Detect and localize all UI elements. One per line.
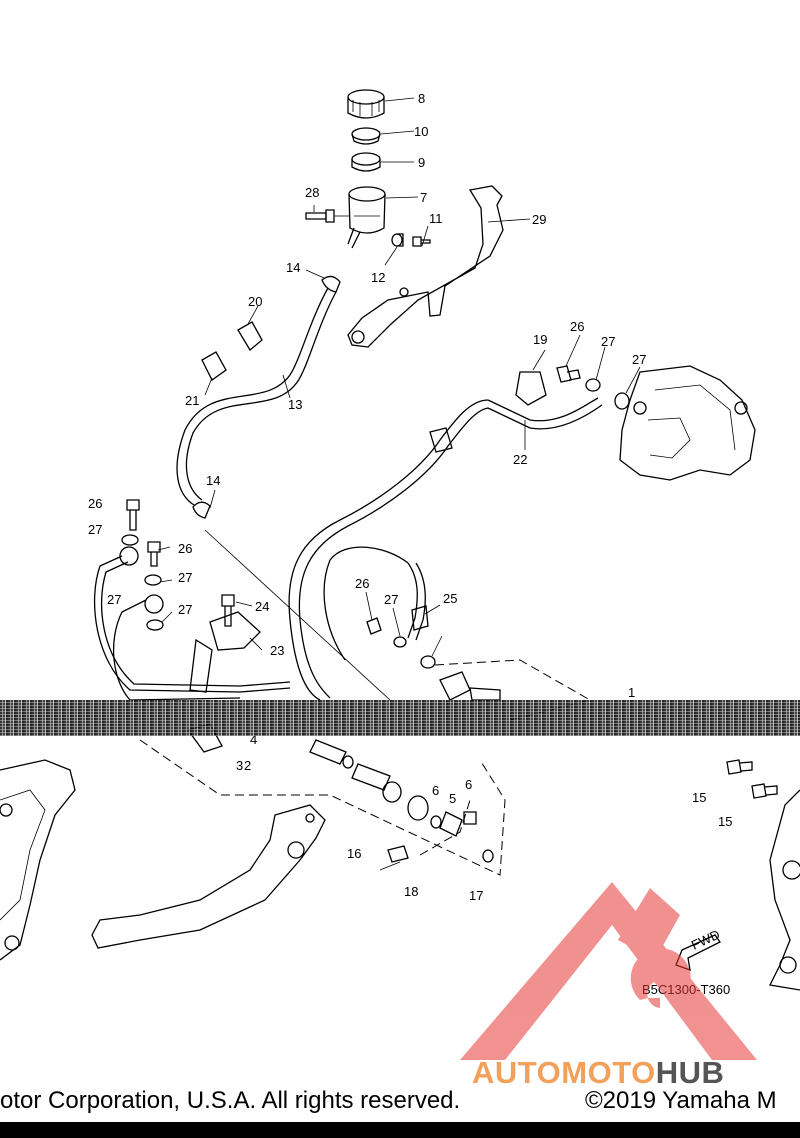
reservoir-screw [412,236,431,247]
watermark-text-b: HUB [655,1055,725,1090]
brake-pedal [91,804,326,949]
callout-6a: 6 [432,783,439,798]
callout-2: 2 [244,758,251,773]
callout-27e: 27 [107,592,121,607]
callout-17: 17 [469,888,483,903]
copyright-left: otor Corporation, U.S.A. All rights rese… [0,1087,461,1114]
callout-5: 5 [449,791,456,806]
clevis-pin [379,845,409,871]
master-cylinder [309,671,501,863]
bottom-bar [0,1122,800,1138]
callout-27c: 27 [88,522,102,537]
callout-7: 7 [420,190,427,205]
callout-19: 19 [533,332,547,347]
reservoir-diaphragm [351,152,381,172]
callout-27f: 27 [178,602,192,617]
callout-26d: 26 [355,576,369,591]
reservoir-tank [347,186,386,249]
callout-6b: 6 [465,777,472,792]
reservoir-cap [347,89,385,119]
reservoir-bolt [305,209,350,223]
callout-27b: 27 [632,352,646,367]
callout-26b: 26 [88,496,102,511]
scan-noise-overlay [0,700,800,736]
callout-18: 18 [404,884,418,899]
footrest-bracket-right [769,789,800,991]
reservoir-bracket [347,185,504,348]
callout-27g: 27 [384,592,398,607]
callout-29: 29 [532,212,546,227]
callout-15b: 15 [718,814,732,829]
reservoir-diaphragm-plate [351,127,381,145]
callout-26c: 26 [178,541,192,556]
watermark-logo [460,882,757,1060]
callout-4: 4 [250,732,257,747]
callout-labels: 1 2 3 4 5 6 6 7 8 9 10 11 12 13 14 14 15… [88,91,732,997]
callout-10: 10 [414,124,428,139]
hose-clip [192,275,341,519]
callout-22: 22 [513,452,527,467]
copper-washer [121,378,630,669]
callout-15a: 15 [692,790,706,805]
watermark-text-a: AUTOMOTO [472,1055,656,1090]
callout-23: 23 [270,643,284,658]
callout-24: 24 [255,599,269,614]
footrest-bracket-left [0,759,76,961]
callout-13: 13 [288,397,302,412]
union-bolt [126,365,581,635]
callout-8: 8 [418,91,425,106]
copyright-right: ©2019 Yamaha M [585,1087,777,1114]
callout-3: 3 [236,758,243,773]
callout-27a: 27 [601,334,615,349]
hose-guide [201,321,263,381]
callout-12: 12 [371,270,385,285]
brake-hose-lower [323,546,429,661]
brake-pipe [94,546,291,701]
collar [391,233,404,247]
callout-20: 20 [248,294,262,309]
bracket-bolt [221,594,235,627]
footrest-bolt [726,759,778,799]
callout-26a: 26 [570,319,584,334]
callout-11: 11 [429,211,443,226]
callout-14a: 14 [286,260,300,275]
callout-16: 16 [347,846,361,861]
scan-noise-band [0,700,800,736]
callout-27d: 27 [178,570,192,585]
master-cylinder-outline [139,659,592,876]
callout-9: 9 [418,155,425,170]
leader-lines [157,97,641,701]
brake-hose-upper [288,371,603,701]
callout-28: 28 [305,185,319,200]
watermark-text: AUTOMOTOHUB [472,1055,724,1091]
callout-1: 1 [628,685,635,700]
rear-brake-caliper [619,365,756,481]
callout-25: 25 [443,591,457,606]
reservoir-hose [176,287,337,506]
callout-21: 21 [185,393,199,408]
callout-14b: 14 [206,473,220,488]
